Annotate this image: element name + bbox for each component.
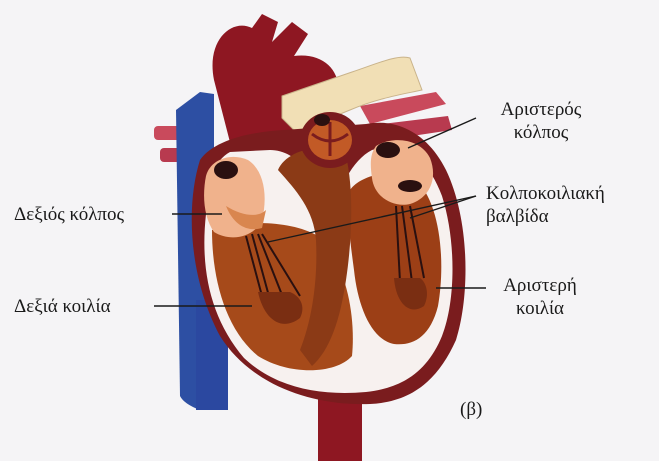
label-av-valve: Κολποκοιλιακή βαλβίδα bbox=[486, 182, 605, 228]
figure-tag: (β) bbox=[460, 398, 482, 421]
label-av-valve-line2: βαλβίδα bbox=[486, 205, 605, 228]
aortic-valve bbox=[300, 112, 360, 168]
label-left-atrium-line2: κόλπος bbox=[486, 121, 596, 144]
pulmonary-vein-opening bbox=[398, 180, 422, 192]
left-atrium-opening bbox=[376, 142, 400, 158]
label-right-atrium: Δεξιός κόλπος bbox=[14, 203, 124, 226]
label-left-ventricle-line2: κοιλία bbox=[490, 297, 590, 320]
label-right-ventricle: Δεξιά κοιλία bbox=[14, 295, 111, 318]
label-left-atrium: Αριστερός κόλπος bbox=[486, 98, 596, 144]
right-atrium-opening bbox=[214, 161, 238, 179]
label-left-ventricle-line1: Αριστερή bbox=[490, 274, 590, 297]
label-left-atrium-line1: Αριστερός bbox=[486, 98, 596, 121]
label-av-valve-line1: Κολποκοιλιακή bbox=[486, 182, 605, 205]
label-left-ventricle: Αριστερή κοιλία bbox=[490, 274, 590, 320]
